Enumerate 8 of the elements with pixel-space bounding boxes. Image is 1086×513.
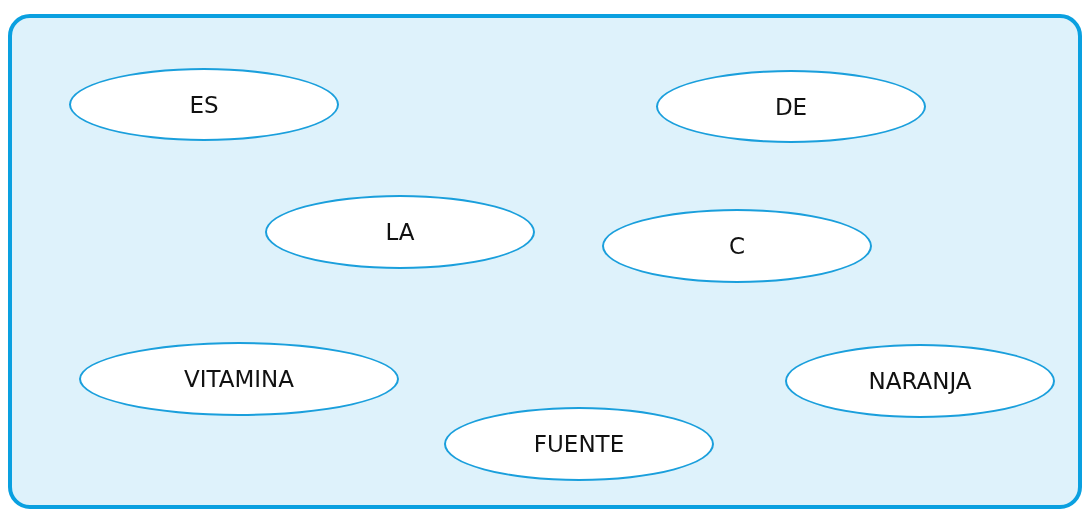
word-label: ES: [189, 91, 219, 118]
word-label: LA: [385, 219, 415, 245]
word-label: FUENTE: [533, 431, 625, 457]
word-label: C: [728, 233, 746, 259]
word-label: NARANJA: [868, 368, 972, 394]
word-label: VITAMINA: [183, 366, 295, 392]
word-label: DE: [774, 93, 808, 120]
panel-background: [8, 14, 1082, 509]
